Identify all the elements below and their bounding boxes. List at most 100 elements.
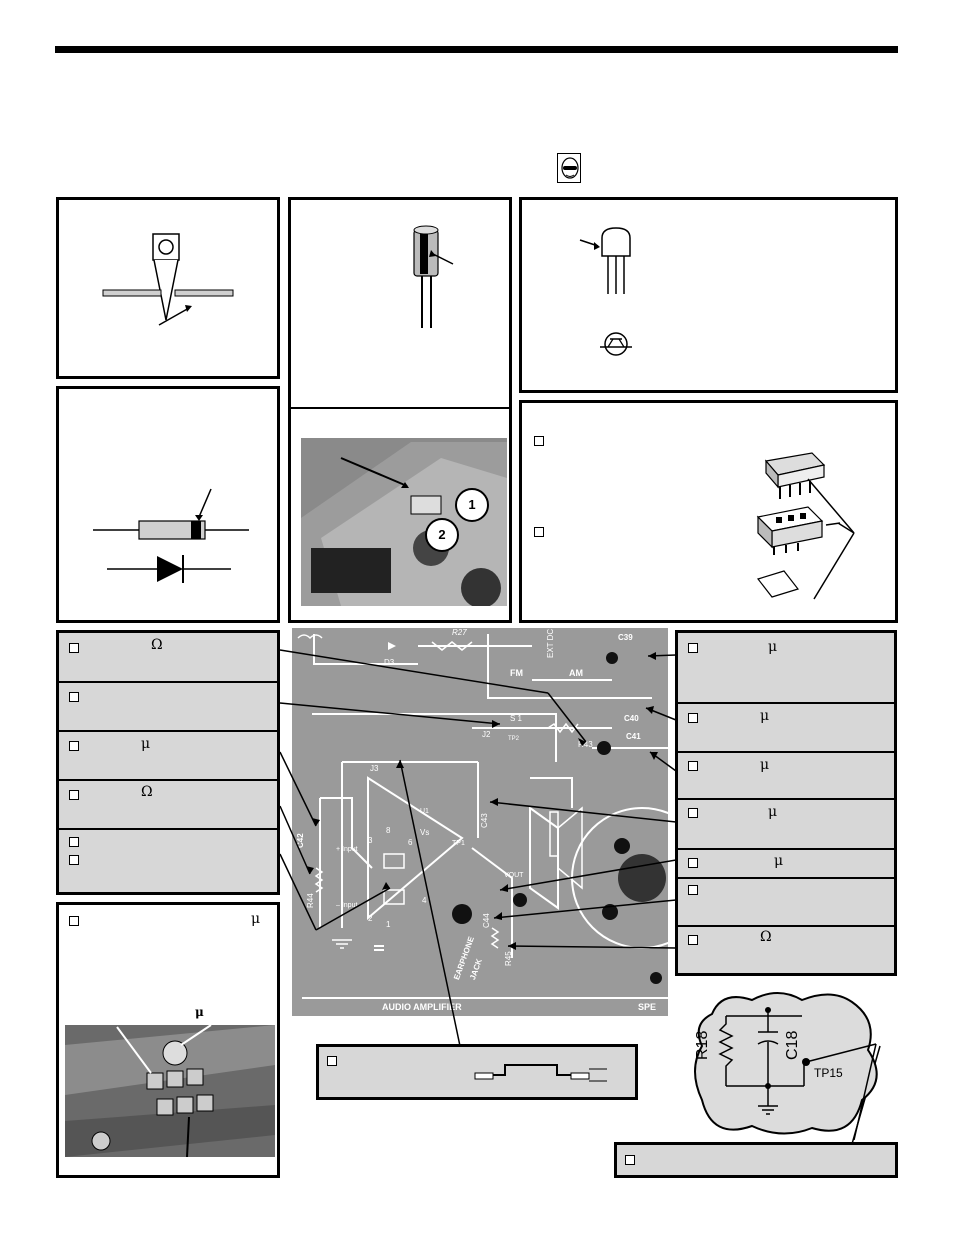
pcb-label-r27: R27 — [452, 628, 467, 637]
checkbox[interactable] — [688, 761, 698, 771]
checkbox-ic-step-2[interactable] — [534, 527, 544, 537]
pcb-label-vs: Vs — [420, 828, 430, 837]
list-item: μ — [678, 850, 894, 879]
pcb-label-r43: R43 — [578, 740, 593, 749]
pcb-label-c43: C43 — [480, 813, 489, 828]
checkbox[interactable] — [688, 808, 698, 818]
soldered-ic-photo — [65, 1025, 275, 1157]
pcb-label-r45: R45 — [504, 951, 513, 966]
solder-tip-panel — [56, 197, 280, 379]
micro-symbol: μ — [768, 639, 778, 655]
list-item — [678, 879, 894, 927]
pcb-label-d3: D3 — [384, 658, 395, 667]
schematic-label-tp15: TP15 — [814, 1066, 843, 1080]
ohm-symbol: Ω — [151, 637, 163, 653]
list-item: Ω — [678, 927, 894, 973]
tp15-schematic: R18 C18 TP15 — [692, 990, 892, 1140]
checkbox[interactable] — [688, 713, 698, 723]
checkbox[interactable] — [69, 790, 79, 800]
ohm-symbol: Ω — [141, 784, 153, 800]
micro-symbol: μ — [251, 911, 261, 927]
jumper-wire-panel — [316, 1044, 638, 1100]
list-item: μ — [59, 732, 277, 781]
pcb-label-audio-amplifier: AUDIO AMPLIFIER — [382, 1002, 462, 1012]
ic-solder-panel: μ μ — [56, 902, 280, 1178]
list-item: μ — [678, 753, 894, 800]
pcb-label-c42: C42 — [296, 833, 305, 848]
transistor-diagram — [579, 227, 632, 356]
checkbox-ic-step-1[interactable] — [534, 436, 544, 446]
checkbox[interactable] — [688, 935, 698, 945]
pcb-label-minus-input: – Input — [336, 902, 358, 909]
right-parts-list: μ μ μ μ μ Ω — [675, 630, 897, 976]
pcb-label-r44: R44 — [306, 893, 315, 908]
pcb-label-c41: C41 — [626, 732, 641, 741]
pcb-label-ext-dc: EXT DC — [546, 628, 555, 658]
pcb-label-am: AM — [569, 668, 583, 678]
pcb-label-vout: VOUT — [504, 872, 524, 879]
electrolytic-capacitor-diagram — [291, 225, 509, 409]
micro-symbol: μ — [768, 804, 778, 820]
pcb-label-tp1: TP1 — [452, 840, 465, 847]
checkbox[interactable] — [688, 885, 698, 895]
pcb-layout-photo: R27 D3 EXT DC C39 FM AM S 1 C40 C41 J2 T… — [292, 628, 668, 1016]
ic-pin-6: 6 — [408, 838, 413, 847]
ic-pin-4: 4 — [422, 896, 427, 905]
pcb-label-fm: FM — [510, 668, 523, 678]
checkbox[interactable] — [625, 1155, 635, 1165]
ic-pin-3: 3 — [368, 836, 373, 845]
list-item — [59, 683, 277, 732]
checkbox[interactable] — [69, 643, 79, 653]
checkbox[interactable] — [69, 837, 79, 847]
pcb-label-u1: U1 — [420, 808, 429, 815]
checkbox[interactable] — [69, 741, 79, 751]
soldering-iron-diagram — [102, 233, 234, 326]
ic-pin-8: 8 — [386, 826, 391, 835]
schematic-label-c18: C18 — [784, 1030, 801, 1060]
checkbox[interactable] — [69, 855, 79, 865]
micro-symbol: μ — [760, 708, 770, 724]
pcb-label-s1: S 1 — [510, 714, 523, 723]
pcb-label-tp2: TP2 — [508, 736, 520, 742]
pcb-label-speaker: SPE — [638, 1002, 657, 1012]
left-parts-list: Ω μ Ω — [56, 630, 280, 895]
transistor-panel — [519, 197, 898, 393]
list-item: μ — [678, 633, 894, 704]
list-item: μ — [678, 704, 894, 753]
list-item — [59, 830, 277, 892]
list-item: Ω — [59, 781, 277, 830]
capacitor-panel: 1 2 — [288, 197, 512, 623]
ic-socket-diagram — [756, 452, 855, 600]
checkbox[interactable] — [69, 916, 79, 926]
checkbox[interactable] — [688, 643, 698, 653]
pcb-label-c39: C39 — [618, 633, 633, 642]
ic-socket-panel — [519, 400, 898, 623]
callout-circle-2: 2 — [425, 518, 459, 552]
micro-symbol: μ — [760, 757, 770, 773]
list-item: μ — [678, 800, 894, 850]
schematic-label-r18: R18 — [694, 1030, 711, 1060]
pcb-photo: 1 2 — [301, 438, 507, 606]
micro-symbol: μ — [774, 853, 784, 869]
diode-panel — [56, 386, 280, 623]
safety-goggles-icon — [557, 153, 581, 183]
pcb-label-c44: C44 — [482, 913, 491, 928]
checkbox[interactable] — [69, 692, 79, 702]
callout-circle-1: 1 — [455, 488, 489, 522]
ic-pin-2: 2 — [368, 914, 373, 923]
checkbox[interactable] — [327, 1056, 337, 1066]
diode-diagram — [93, 488, 249, 583]
micro-symbol: μ — [141, 736, 151, 752]
header-rule — [55, 46, 898, 53]
ic-pin-1: 1 — [386, 920, 391, 929]
jumper-wire-diagram — [474, 1064, 607, 1082]
tp15-step-panel — [614, 1142, 898, 1178]
pcb-label-j3: J3 — [370, 764, 379, 773]
micro-symbol: μ — [195, 1005, 204, 1019]
pcb-label-c40: C40 — [624, 714, 639, 723]
pcb-label-plus-input: + Input — [336, 846, 358, 853]
list-item: Ω — [59, 633, 277, 683]
ohm-symbol: Ω — [760, 929, 772, 945]
checkbox[interactable] — [688, 858, 698, 868]
pcb-label-j2: J2 — [482, 730, 491, 739]
